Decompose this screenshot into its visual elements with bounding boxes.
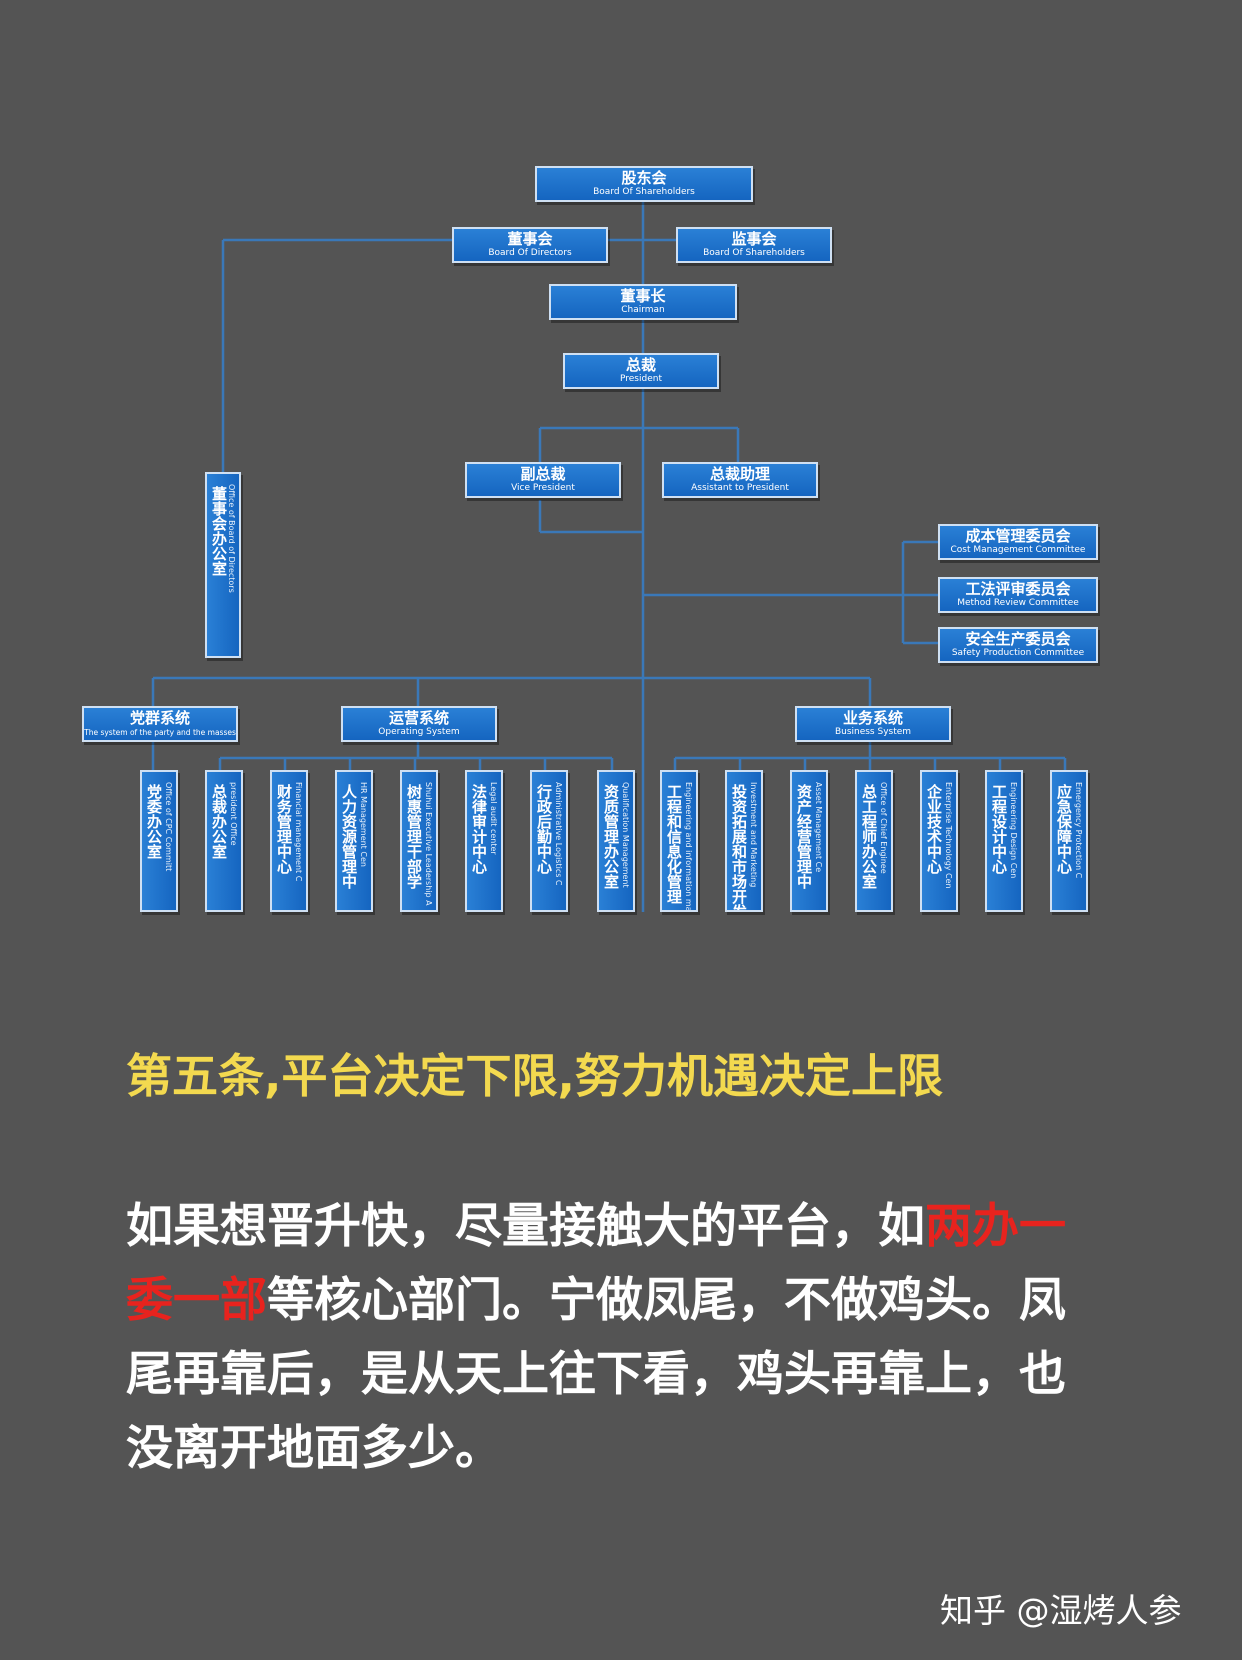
node-dept-academy: 树惠管理干部学 Shuhui Executive Leadership A [400, 770, 438, 912]
node-sublabel: Legal audit center [489, 782, 498, 855]
node-label: 董事长 [620, 287, 666, 305]
node-sublabel: Method Review Committee [957, 598, 1079, 608]
node-label: 工法评审委员会 [965, 580, 1071, 598]
node-dept-finance: 财务管理中心 Financial management C [270, 770, 308, 912]
section-heading: 第五条,平台决定下限,努力机遇决定上限 [126, 1049, 943, 1103]
node-sublabel: Financial management C [294, 782, 303, 882]
node-chairman: 董事长 Chairman [549, 284, 737, 320]
node-dept-hr: 人力资源管理中 HR Management Cen [335, 770, 373, 912]
node-sublabel: Business System [834, 727, 912, 737]
node-board-of-directors: 董事会 Board Of Directors [452, 227, 608, 263]
paragraph-text-end: 等核心部门。宁做凤尾，不做鸡头。凤尾再靠后，是从天上往下看，鸡头再靠上，也没离开… [126, 1273, 1066, 1476]
node-shareholders: 股东会 Board Of Shareholders [535, 166, 753, 202]
node-operating-system: 运营系统 Operating System [341, 706, 497, 742]
node-sublabel: President [620, 374, 662, 384]
node-dept-party-office: 党委办公室 Office of CPC Committ [140, 770, 178, 912]
node-label: 副总裁 [520, 465, 566, 483]
node-label: 工程和信息化管理 [665, 784, 683, 904]
node-sublabel: Engineering Design Cen [1009, 782, 1018, 879]
node-label: 监事会 [731, 230, 777, 248]
node-dept-emergency: 应急保障中心 Emergency Protection C [1050, 770, 1088, 912]
node-label: 总工程师办公室 [860, 784, 878, 889]
node-label: 成本管理委员会 [965, 527, 1071, 545]
node-sublabel: Assistant to President [691, 483, 789, 493]
node-label: 树惠管理干部学 [405, 784, 423, 889]
node-label: 财务管理中心 [275, 784, 293, 874]
node-label: 行政后勤中心 [535, 784, 553, 874]
body-paragraph: 如果想晋升快，尽量接触大的平台，如两办一委一部等核心部门。宁做凤尾，不做鸡头。凤… [126, 1190, 1086, 1486]
node-label: 董事会 [507, 230, 553, 248]
node-label: 法律审计中心 [470, 784, 488, 874]
node-sublabel: Investment and Marketing [749, 782, 758, 888]
node-label: 董事会办公室 [210, 486, 228, 576]
node-sublabel: Vice President [511, 483, 575, 493]
node-label: 总裁助理 [709, 465, 770, 483]
highlighted-text: 两办一委一部 [126, 1199, 1066, 1328]
node-label: 党委办公室 [145, 784, 163, 859]
node-vice-president: 副总裁 Vice President [465, 462, 621, 498]
node-label: 总裁办公室 [210, 784, 228, 859]
node-sublabel: The system of the party and the masses [84, 728, 236, 737]
node-sublabel: Board Of Shareholders [703, 248, 805, 258]
node-label: 投资拓展和市场开发 [730, 784, 748, 912]
node-dept-admin-logistics: 行政后勤中心 Administrative Logistics C [530, 770, 568, 912]
node-label: 人力资源管理中 [340, 784, 358, 889]
node-label: 安全生产委员会 [965, 630, 1071, 648]
node-sublabel: president Office [229, 782, 238, 846]
node-dept-asset-management: 资产经营管理中 Asset Management Ce [790, 770, 828, 912]
node-board-office: 董事会办公室 Office of Board of Directors [205, 472, 241, 658]
node-label: 股东会 [621, 169, 667, 187]
node-sublabel: Safety Production Committee [951, 648, 1085, 658]
node-method-committee: 工法评审委员会 Method Review Committee [938, 577, 1098, 613]
node-sublabel: Emergency Protection C [1074, 782, 1083, 879]
node-sublabel: Engineering and information manage [684, 782, 693, 912]
node-cost-committee: 成本管理委员会 Cost Management Committee [938, 524, 1098, 560]
node-sublabel: Chairman [621, 305, 665, 315]
node-safety-committee: 安全生产委员会 Safety Production Committee [938, 627, 1098, 663]
node-sublabel: Cost Management Committee [950, 545, 1086, 555]
node-dept-chief-engineer: 总工程师办公室 Office of Chief Enginee [855, 770, 893, 912]
org-connectors [151, 200, 1067, 912]
node-dept-technology: 企业技术中心 Enterprise Technology Cen [920, 770, 958, 912]
node-sublabel: Office of CPC Committ [164, 782, 173, 872]
node-dept-engineering-info: 工程和信息化管理 Engineering and information man… [660, 770, 698, 912]
org-chart: 股东会 Board Of Shareholders 董事会 Board Of D… [82, 166, 1098, 912]
node-dept-legal-audit: 法律审计中心 Legal audit center [465, 770, 503, 912]
node-label: 业务系统 [842, 709, 903, 727]
node-sublabel: Administrative Logistics C [554, 782, 563, 886]
node-dept-qualification: 资质管理办公室 Qualification Management [597, 770, 635, 912]
node-sublabel: Qualification Management [621, 782, 630, 888]
node-sublabel: Office of Board of Directors [227, 484, 236, 593]
node-board-of-supervisors: 监事会 Board Of Shareholders [676, 227, 832, 263]
node-sublabel: Board Of Shareholders [593, 187, 695, 197]
node-sublabel: Operating System [378, 727, 460, 737]
node-business-system: 业务系统 Business System [795, 706, 951, 742]
node-dept-investment-marketing: 投资拓展和市场开发 Investment and Marketing [725, 770, 763, 912]
node-dept-design: 工程设计中心 Engineering Design Cen [985, 770, 1023, 912]
node-party-system: 党群系统 The system of the party and the mas… [82, 706, 238, 742]
node-label: 资质管理办公室 [602, 784, 620, 889]
node-label: 总裁 [625, 356, 656, 374]
paragraph-text-start: 如果想晋升快，尽量接触大的平台，如 [126, 1199, 925, 1254]
node-sublabel: HR Management Cen [359, 782, 368, 867]
node-label: 运营系统 [388, 709, 449, 727]
node-label: 工程设计中心 [990, 784, 1008, 874]
node-assistant-to-president: 总裁助理 Assistant to President [662, 462, 818, 498]
node-sublabel: Board Of Directors [488, 248, 572, 258]
node-dept-president-office: 总裁办公室 president Office [205, 770, 243, 912]
node-label: 企业技术中心 [925, 784, 943, 874]
node-sublabel: Shuhui Executive Leadership A [424, 782, 433, 906]
node-label: 党群系统 [129, 709, 190, 727]
node-sublabel: Enterprise Technology Cen [944, 782, 953, 889]
author-credit: 知乎 @湿烤人参 [940, 1591, 1182, 1630]
node-label: 应急保障中心 [1055, 784, 1073, 874]
node-sublabel: Asset Management Ce [814, 782, 823, 873]
node-sublabel: Office of Chief Enginee [879, 782, 888, 874]
node-label: 资产经营管理中 [795, 784, 813, 889]
node-president: 总裁 President [563, 353, 719, 389]
